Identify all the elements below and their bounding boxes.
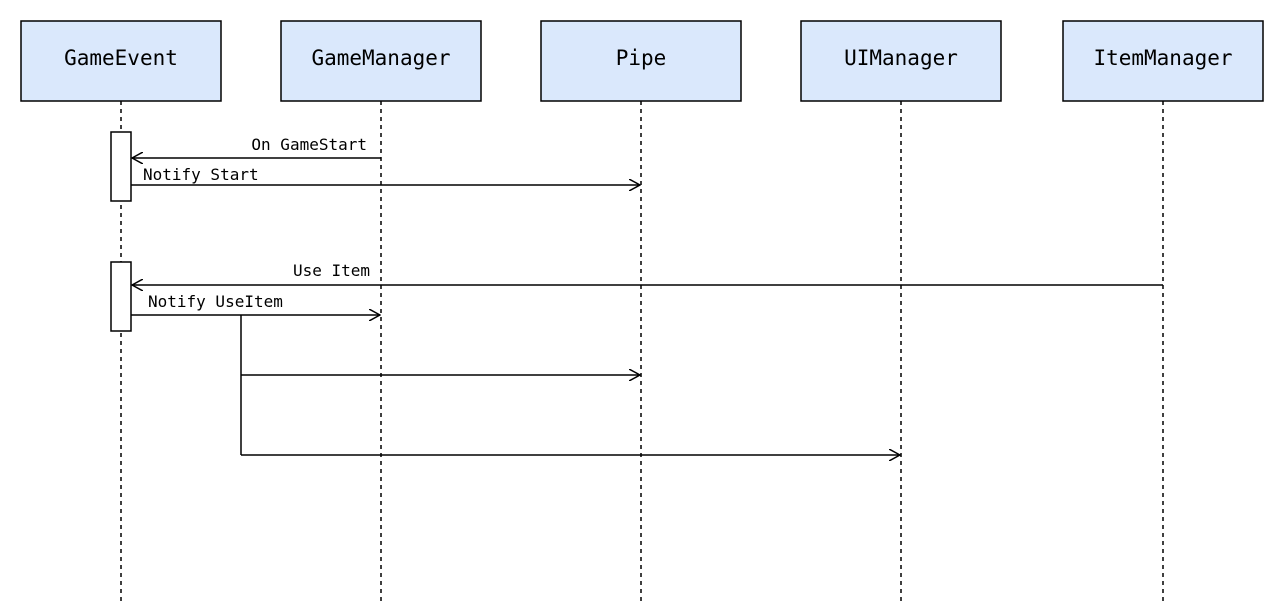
message-on-gamestart[interactable]: On GameStart [132, 135, 381, 158]
message-notify-start[interactable]: Notify Start [131, 165, 640, 185]
participant-gameevent-label: GameEvent [64, 46, 178, 70]
participant-uimanager-label: UIManager [844, 46, 958, 70]
activation-bar-2 [110, 261, 132, 332]
message-use-item[interactable]: Use Item [132, 261, 1163, 285]
message-notify-start-label: Notify Start [143, 165, 259, 184]
message-on-gamestart-label: On GameStart [251, 135, 367, 154]
message-use-item-label: Use Item [293, 261, 370, 280]
participant-gamemanager-label: GameManager [311, 46, 450, 70]
participant-pipe-label: Pipe [616, 46, 667, 70]
participant-gameevent[interactable]: GameEvent [20, 20, 222, 102]
activation-bar-1 [110, 131, 132, 202]
participant-itemmanager-label: ItemManager [1093, 46, 1232, 70]
message-notify-useitem-label: Notify UseItem [148, 292, 283, 311]
message-notify-useitem[interactable]: Notify UseItem [131, 292, 380, 315]
participant-uimanager[interactable]: UIManager [800, 20, 1002, 102]
participant-gamemanager[interactable]: GameManager [280, 20, 482, 102]
participant-itemmanager[interactable]: ItemManager [1062, 20, 1264, 102]
participant-pipe[interactable]: Pipe [540, 20, 742, 102]
